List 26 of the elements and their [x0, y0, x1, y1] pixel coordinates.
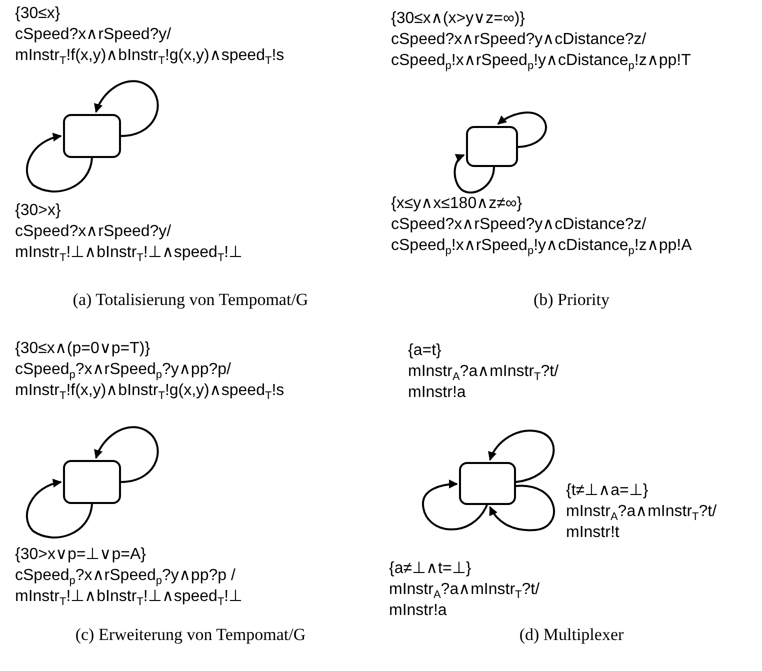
figure-caption: (b) Priority: [533, 290, 610, 310]
figure-caption: (c) Erweiterung von Tempomat/G: [75, 625, 306, 645]
loop-arrow: [26, 133, 93, 192]
edge-label: {30≤x∧(x>y∨z=∞)} cSpeed?x∧rSpeed?y∧cDistance?z/ cSpeed$_{p}$!x∧rSpeed$_{p}$!y∧cDistance$_{p}$!z∧pp!T: [391, 9, 691, 71]
state-box: [466, 126, 518, 167]
loop-arrow: [94, 426, 159, 483]
state-box: [63, 460, 121, 504]
edge-label: {30>x∨p=⊥∨p=A} cSpeed$_{p}$?x∧rSpeed$_{p}$?y∧pp?p / mInstr$_{T}$!⊥∧bInstr$_{T}$!⊥∧speed$_{T}$!⊥: [15, 545, 243, 607]
edge-label: {a≠⊥∧t=⊥} mInstr$_{A}$?a∧mInstr$_{T}$?t/ mInstr!a: [389, 559, 540, 621]
loop-arrow: [26, 479, 93, 538]
edge-label: {30>x} cSpeed?x∧rSpeed?y/ mInstr$_{T}$!⊥∧bInstr$_{T}$!⊥∧speed$_{T}$!⊥: [15, 201, 243, 263]
state-box: [459, 462, 516, 505]
loop-arrow: [454, 154, 495, 194]
loop-arrow: [94, 80, 159, 137]
figure-caption: (d) Multiplexer: [519, 625, 624, 645]
edge-label: {30≤x∧(p=0∨p=T)} cSpeed$_{p}$?x∧rSpeed$_{p}$?y∧pp?p/ mInstr$_{T}$!f(x,y)∧bInstr$_{T}$!g(x,y)∧speed$_{T}$!s: [15, 339, 284, 401]
state-box: [63, 114, 121, 158]
edge-label: {t≠⊥∧a=⊥} mInstr$_{A}$?a∧mInstr$_{T}$?t/ mInstr!t: [566, 481, 717, 543]
edge-label: {a=t} mInstr$_{A}$?a∧mInstr$_{T}$?t/ mInstr!a: [408, 341, 559, 403]
figure-caption: (a) Totalisierung von Tempomat/G: [72, 290, 308, 310]
loop-arrow: [497, 112, 547, 148]
loop-arrow: [488, 430, 555, 483]
edge-label: {x≤y∧x≤180∧z≠∞} cSpeed?x∧rSpeed?y∧cDistance?z/ cSpeed$_{p}$!x∧rSpeed$_{p}$!y∧cDistance$_{p}$!z∧pp!A: [391, 194, 692, 256]
loop-arrow: [422, 480, 488, 530]
loop-arrow: [489, 485, 555, 532]
edge-label: {30≤x} cSpeed?x∧rSpeed?y/ mInstr$_{T}$!f(x,y)∧bInstr$_{T}$!g(x,y)∧speed$_{T}$!s: [15, 4, 284, 66]
